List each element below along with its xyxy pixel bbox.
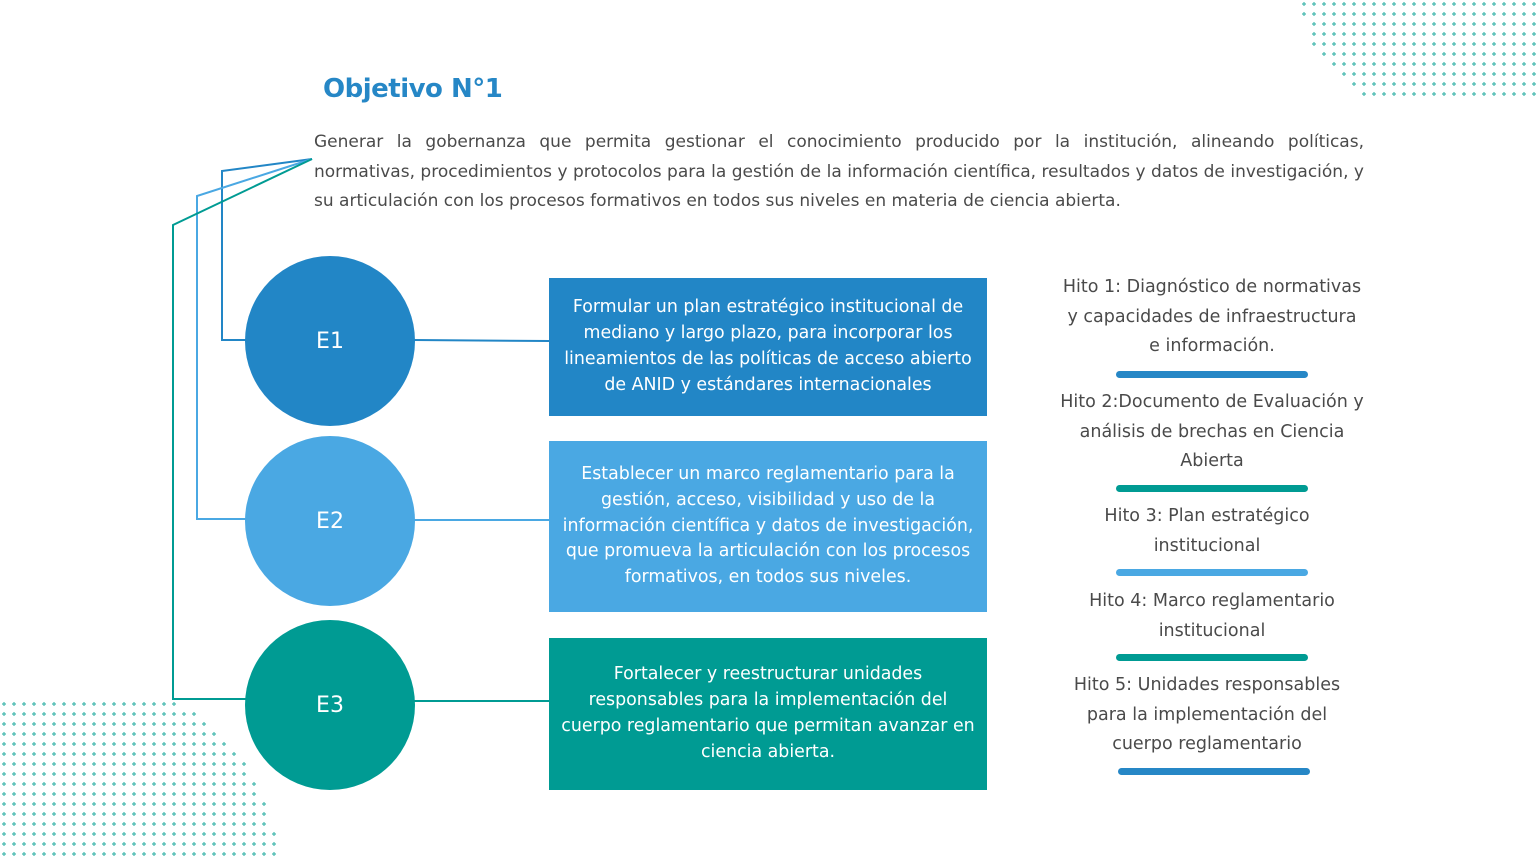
connector-e2 <box>196 158 313 520</box>
strategy-label: E2 <box>316 508 344 534</box>
connector-e3 <box>172 158 313 700</box>
milestone-4: Hito 4: Marco reglamentario instituciona… <box>1089 591 1335 641</box>
objective-title: Objetivo N°1 <box>323 74 503 104</box>
strategy-text: Establecer un marco reglamentario para l… <box>562 464 974 588</box>
milestone-3-bar <box>1116 569 1308 576</box>
milestone-5: Hito 5: Unidades responsables para la im… <box>1073 675 1341 754</box>
milestone-2-bar <box>1116 485 1308 492</box>
link-e1-box <box>413 339 550 342</box>
decorative-dots-bottom-left <box>2 702 276 856</box>
strategy-text: Formular un plan estratégico institucion… <box>564 297 972 395</box>
strategy-label: E3 <box>316 692 344 718</box>
milestone-2: Hito 2:Documento de Evaluación y análisi… <box>1060 392 1364 471</box>
milestone-3: Hito 3: Plan estratégico institucional <box>1104 506 1310 556</box>
strategy-box-e1: Formular un plan estratégico institucion… <box>549 278 987 416</box>
strategy-circle-e1: E1 <box>245 256 415 426</box>
milestone-1-bar <box>1116 371 1308 378</box>
objective-description: Generar la gobernanza que permita gestio… <box>314 132 1364 211</box>
connector-e1 <box>221 158 313 341</box>
strategy-box-e2: Establecer un marco reglamentario para l… <box>549 441 987 612</box>
milestone-1: Hito 1: Diagnóstico de normativas y capa… <box>1062 277 1362 356</box>
strategy-box-e3: Fortalecer y reestructurar unidades resp… <box>549 638 987 790</box>
milestone-4-bar <box>1116 654 1308 661</box>
strategy-label: E1 <box>316 328 344 354</box>
decorative-dots-top-right <box>1302 2 1536 96</box>
strategy-circle-e3: E3 <box>245 620 415 790</box>
strategy-circle-e2: E2 <box>245 436 415 606</box>
milestone-5-bar <box>1118 768 1310 775</box>
strategy-text: Fortalecer y reestructurar unidades resp… <box>561 664 975 762</box>
